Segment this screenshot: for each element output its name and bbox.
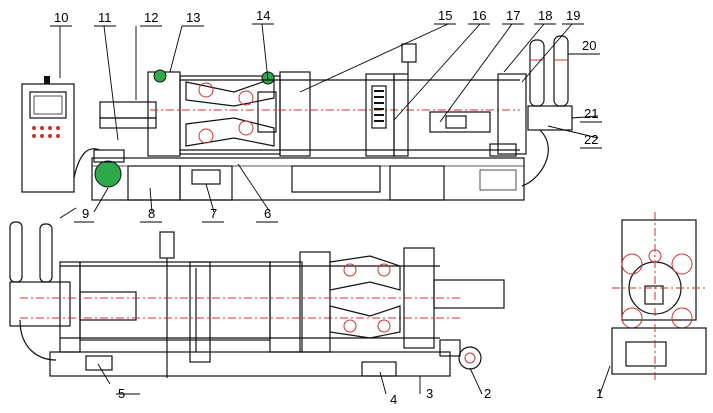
machine-base [91,157,525,201]
callout-2: 2 [484,386,491,401]
callout-20: 20 [582,38,596,53]
callout-14: 14 [256,8,270,23]
control-screen [29,91,67,119]
callout-13: 13 [186,10,200,25]
callout-12: 12 [144,10,158,25]
bottom-toggle [329,255,401,339]
bottom-motor [458,346,482,370]
callout-4: 4 [390,392,397,407]
callout-8: 8 [148,206,155,221]
callout-22: 22 [584,132,598,147]
bottom-accumulator-1 [9,221,23,283]
moving-platen [279,71,311,157]
motor-pump [94,160,122,188]
callout-11: 11 [98,10,112,25]
bottom-accumulator-2 [39,223,53,283]
bottom-machine-view [9,221,505,378]
callout-10: 10 [54,10,68,25]
callout-5: 5 [118,386,125,401]
callout-9: 9 [82,206,89,221]
leader-lines-top [59,23,599,219]
callout-17: 17 [506,8,520,23]
rear-platen [147,71,181,157]
ejector-unit [401,43,417,63]
fixed-platen [393,73,409,157]
callout-16: 16 [472,8,486,23]
top-machine-view [21,35,573,201]
callout-19: 19 [566,8,580,23]
leader-lines-bottom [97,363,611,395]
callout-18: 18 [538,8,552,23]
control-buttons [32,126,60,138]
callout-6: 6 [264,206,271,221]
callout-15: 15 [438,8,452,23]
callout-3: 3 [426,386,433,401]
callout-7: 7 [210,206,217,221]
end-view [611,212,707,382]
toggle-mechanism [185,71,277,147]
callout-underlines [50,23,602,223]
injection-frame [497,73,527,155]
callout-21: 21 [584,106,598,121]
callout-1: 1 [596,386,603,401]
